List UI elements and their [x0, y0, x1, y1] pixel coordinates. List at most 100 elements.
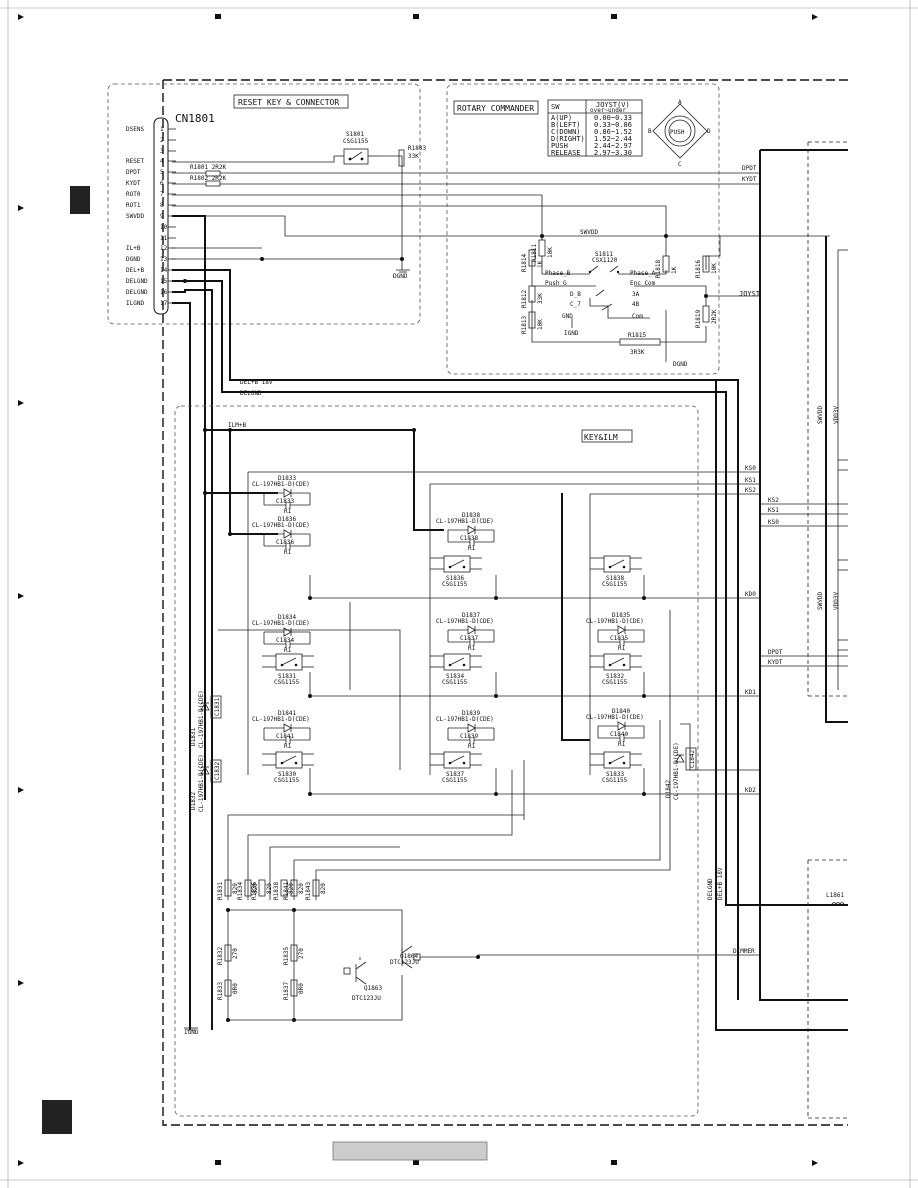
joyst-table-cell-sw: D(RIGHT)	[551, 135, 585, 143]
switch-ref: S1831	[278, 673, 296, 680]
connector-pin-number: 15	[160, 278, 168, 285]
key-resistor-ref: R1832	[217, 947, 224, 965]
rotary-ignd: IGND	[564, 330, 579, 337]
key-resistor-value: 820	[252, 883, 259, 894]
connector-pin-number: 8	[160, 202, 164, 209]
net-ignd: IGND	[184, 1029, 199, 1036]
r1803-value: 33K	[408, 153, 419, 160]
connector-pin-label: IL+B	[126, 245, 141, 252]
rotary-resistor-value: 1K	[537, 260, 544, 268]
side-led-cap: C1832	[214, 762, 221, 780]
led-part: CL-197HB1-D(CDE)	[252, 481, 310, 488]
switch-part: CSG1155	[442, 581, 468, 588]
switch-part: CSG1155	[442, 777, 468, 784]
side-led-cap-loop	[210, 695, 222, 719]
switch-body	[603, 653, 631, 671]
s1811-part: CSX1120	[592, 257, 618, 264]
led-part: CL-197HB1-D(CDE)	[586, 714, 644, 721]
switch-lever	[609, 657, 625, 666]
rotary-resistor-body	[702, 305, 710, 323]
switch-part: CSG1155	[602, 679, 628, 686]
joystick-label-d: D	[707, 128, 711, 135]
enc-pin-enc-com: Enc_Com	[630, 280, 656, 287]
enc-pin-phase-a: Phase_A	[630, 270, 656, 277]
connector-pin-label: DEL+B	[126, 267, 144, 274]
side-led-cap-loop	[210, 759, 222, 783]
key-resistor-value: 0R0	[232, 983, 239, 994]
side-led-symbol	[675, 754, 685, 763]
rotary-commander-block	[446, 83, 720, 375]
rotary-resistor-ref: R1813	[521, 316, 528, 334]
connector-pin-number: 16	[160, 289, 168, 296]
connector-pin-number: 10	[160, 224, 168, 231]
q1864-transistor: Q1864 DTC123JU	[390, 945, 421, 969]
net-ks1-b: KS1	[768, 507, 779, 514]
rotary-dgnd: DGND	[673, 361, 688, 368]
enc-pin-4b: 4B	[632, 301, 640, 308]
net-swvdd-v2: SWVDD	[817, 592, 824, 610]
led-r-label: R1	[618, 741, 626, 748]
switch-contact	[608, 663, 612, 667]
q1864-part: DTC123JU	[390, 959, 419, 966]
enc-pin-gnd: GND	[562, 313, 573, 320]
key-resistor-body	[280, 879, 288, 897]
switch-contact	[608, 565, 612, 569]
net-vdd-v1: VDD3V	[833, 406, 840, 424]
led-symbol	[467, 525, 476, 535]
connector-pin-number: 6	[160, 180, 164, 187]
key-resistor-body	[224, 944, 232, 962]
right-bus	[715, 141, 848, 1119]
reset-block-title: RESET KEY & CONNECTOR	[238, 98, 339, 107]
connector-pin-number: 14	[160, 267, 168, 274]
rotary-block-title: ROTARY COMMANDER	[457, 104, 534, 113]
led-r-label: R1	[618, 645, 626, 652]
switch-body	[275, 653, 303, 671]
key-resistor-ref: R1831	[217, 882, 224, 900]
led-ref: D1835	[612, 612, 630, 619]
joystick-push-label: PUSH	[670, 129, 685, 136]
side-led-part: CL-197HB1-D(CDE)	[198, 690, 205, 748]
switch-contact	[462, 565, 466, 569]
joystick-label-c: C	[678, 161, 682, 168]
switch-contact	[448, 565, 452, 569]
rotary-resistor-value: 1K	[671, 266, 678, 274]
switch-contact	[294, 761, 298, 765]
side-led-part: CL-197HB1-D(CDE)	[673, 742, 680, 800]
connector-pin-number: 1	[160, 126, 164, 133]
connector-pin-label: DELGND	[126, 289, 148, 296]
key-resistor-body	[290, 879, 298, 897]
key-resistor-value: 820	[288, 883, 295, 894]
joyst-table-cell-v: 0.00~0.33	[594, 114, 632, 122]
key-resistor-value: 820	[320, 883, 327, 894]
connector-pin-label: DSENS	[126, 126, 144, 133]
led-cap-ref: C1836	[276, 539, 294, 546]
net-dpdt-mid: DPDT	[768, 649, 783, 656]
key-ilm-block	[174, 405, 699, 1117]
connector-pin-label: ILGND	[126, 300, 144, 307]
net-delgnd-v: DELGND	[707, 878, 714, 900]
switch-contact	[280, 663, 284, 667]
side-led-cap: C1831	[214, 698, 221, 716]
key-resistor-body	[290, 944, 298, 962]
joyst-table-cell-sw: PUSH	[551, 142, 568, 150]
rotary-resistor-ref: R1811	[531, 244, 538, 262]
switch-contact	[462, 663, 466, 667]
led-ref: D1834	[278, 614, 296, 621]
key-resistor-value: 270	[232, 948, 239, 959]
switch-lever	[449, 755, 465, 764]
led-symbol	[283, 529, 292, 539]
rotary-resistor-ref: R1819	[695, 310, 702, 328]
joyst-table-cell-v: 2.44~2.97	[594, 142, 632, 150]
led-ref: D1840	[612, 708, 630, 715]
connector-pin-number: 2	[160, 137, 164, 144]
joyst-table-cell-v: 0.33~0.86	[594, 121, 632, 129]
key-resistor-body	[258, 879, 266, 897]
joyst-table-cell-v: 1.52~2.44	[594, 135, 632, 143]
section-tab	[70, 186, 90, 214]
joyst-table-cell-v: 2.97~3.30	[594, 149, 632, 157]
led-cap-ref: C1834	[276, 637, 294, 644]
rotary-resistor-value: 10K	[547, 247, 554, 258]
enc-pin-com: Com	[632, 313, 643, 320]
